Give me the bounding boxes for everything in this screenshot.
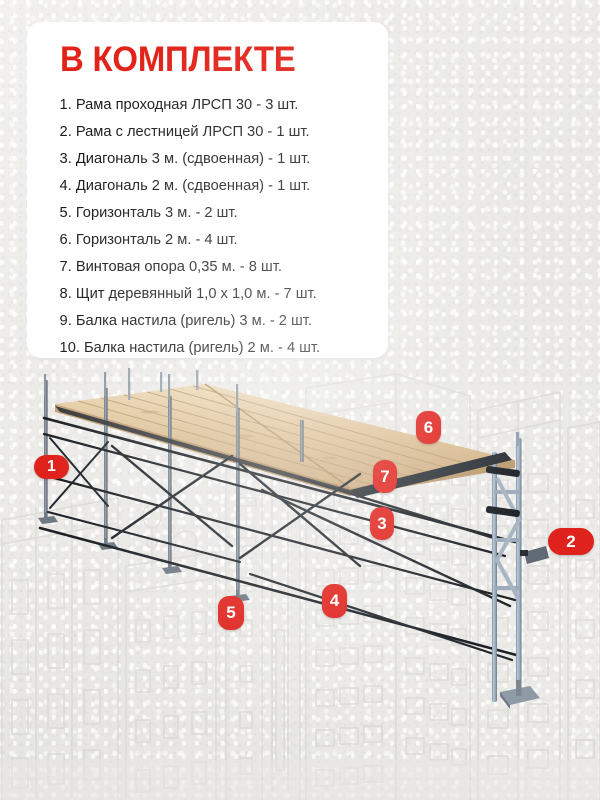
deck-support-beams (55, 406, 512, 498)
background-buildings-illustration (0, 373, 600, 800)
list-item: 10. Балка настила (ригель) 2 м. - 4 шт. (59, 339, 321, 356)
list-item: 8. Щит деревянный 1,0 x 1,0 м. - 7 шт. (59, 285, 317, 302)
frame-posts (44, 372, 304, 598)
callout-badge-3[interactable]: 3 (370, 507, 394, 540)
scaffolding-illustration (38, 368, 549, 709)
callout-badge-6[interactable]: 6 (416, 411, 441, 444)
callout-badge-4[interactable]: 4 (322, 584, 347, 618)
kit-contents-card: В КОМПЛЕКТЕ 1. Рама проходная ЛРСП 30 - … (27, 22, 388, 358)
deck-planks (55, 383, 515, 496)
horizontal-ledgers (38, 416, 522, 658)
page-title: В КОМПЛЕКТЕ (60, 40, 296, 79)
list-item: 9. Балка настила (ригель) 3 м. - 2 шт. (59, 312, 312, 329)
list-item: 3. Диагональ 3 м. (сдвоенная) - 1 шт. (59, 150, 311, 167)
list-item: 6. Горизонталь 2 м. - 4 шт. (59, 231, 238, 248)
list-item: 1. Рама проходная ЛРСП 30 - 3 шт. (59, 96, 299, 113)
list-item: 7. Винтовая опора 0,35 м. - 8 шт. (59, 258, 282, 275)
list-item: 5. Горизонталь 3 м. - 2 шт. (59, 204, 238, 221)
right-end-frame (485, 432, 549, 709)
deck-standpipes (128, 368, 199, 392)
callout-badge-7[interactable]: 7 (373, 460, 397, 493)
screw-jacks (38, 512, 250, 602)
kit-items-list: 1. Рама проходная ЛРСП 30 - 3 шт. 2. Рам… (47, 91, 368, 361)
list-item: 4. Диагональ 2 м. (сдвоенная) - 1 шт. (59, 177, 311, 194)
callout-badge-5[interactable]: 5 (218, 596, 244, 630)
list-item: 2. Рама с лестницей ЛРСП 30 - 1 шт. (59, 123, 310, 140)
callout-badge-2[interactable]: 2 (548, 528, 594, 555)
callout-badge-1[interactable]: 1 (34, 455, 69, 479)
diagonal-braces (49, 437, 514, 662)
